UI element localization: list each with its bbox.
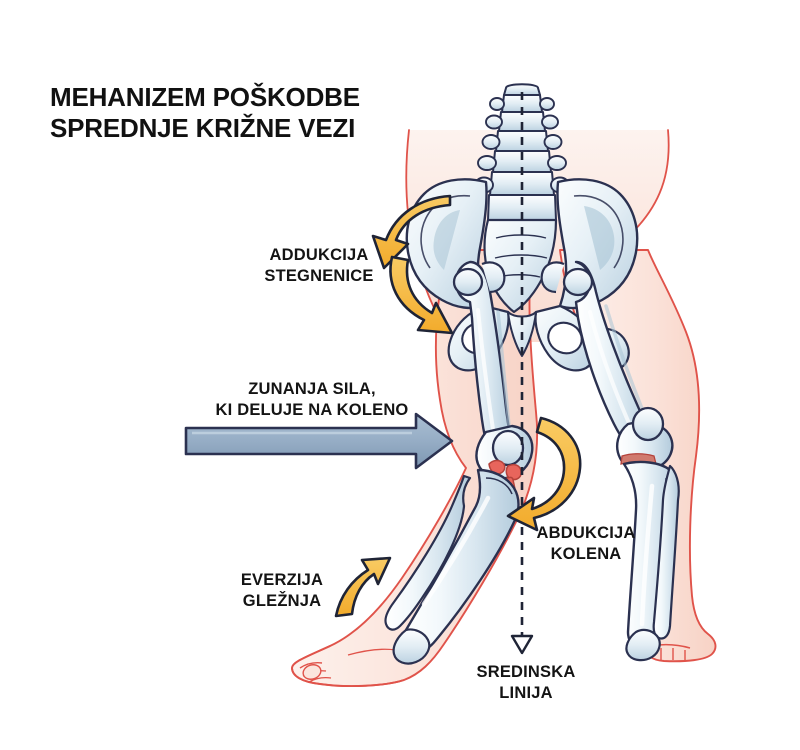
label-hip-adduction: ADDUKCIJA STEGNENICE <box>264 246 374 285</box>
label-external-force: ZUNANJA SILA, KI DELUJE NA KOLENO <box>215 380 409 419</box>
right-femur <box>540 260 654 452</box>
left-fibula <box>384 474 472 631</box>
right-femoral-head <box>562 267 594 297</box>
skeleton <box>384 83 680 665</box>
midline-plumb-line <box>510 92 534 655</box>
torn-acl-fragment <box>505 463 522 481</box>
right-obturator-foramen <box>547 321 583 355</box>
hip-adduction-arrow-upper <box>371 194 452 270</box>
label-ankle-eversion: EVERZIJA GLEŽNJA <box>240 571 324 610</box>
label-midline: SREDINSKA LINIJA <box>476 663 576 702</box>
left-patella <box>491 429 525 467</box>
midline-arrowhead <box>510 634 534 655</box>
external-force-arrow <box>184 412 454 470</box>
right-patella <box>631 406 665 442</box>
right-talus <box>625 628 661 662</box>
left-femoral-head <box>452 267 484 297</box>
knee-abduction-arrow <box>506 416 582 532</box>
left-tibia-fibula <box>384 468 520 665</box>
ankle-eversion-arrow <box>334 556 392 618</box>
label-knee-abduction: ABDUKCIJA KOLENA <box>536 524 636 563</box>
left-foot <box>291 645 405 687</box>
right-tibia-fibula <box>622 460 680 662</box>
left-talus <box>392 628 431 665</box>
hip-adduction-arrow-lower <box>389 255 454 335</box>
rotation-arrows <box>334 194 582 618</box>
page-title: MEHANIZEM POŠKODBE SPREDNJE KRIŽNE VEZI <box>50 82 360 144</box>
